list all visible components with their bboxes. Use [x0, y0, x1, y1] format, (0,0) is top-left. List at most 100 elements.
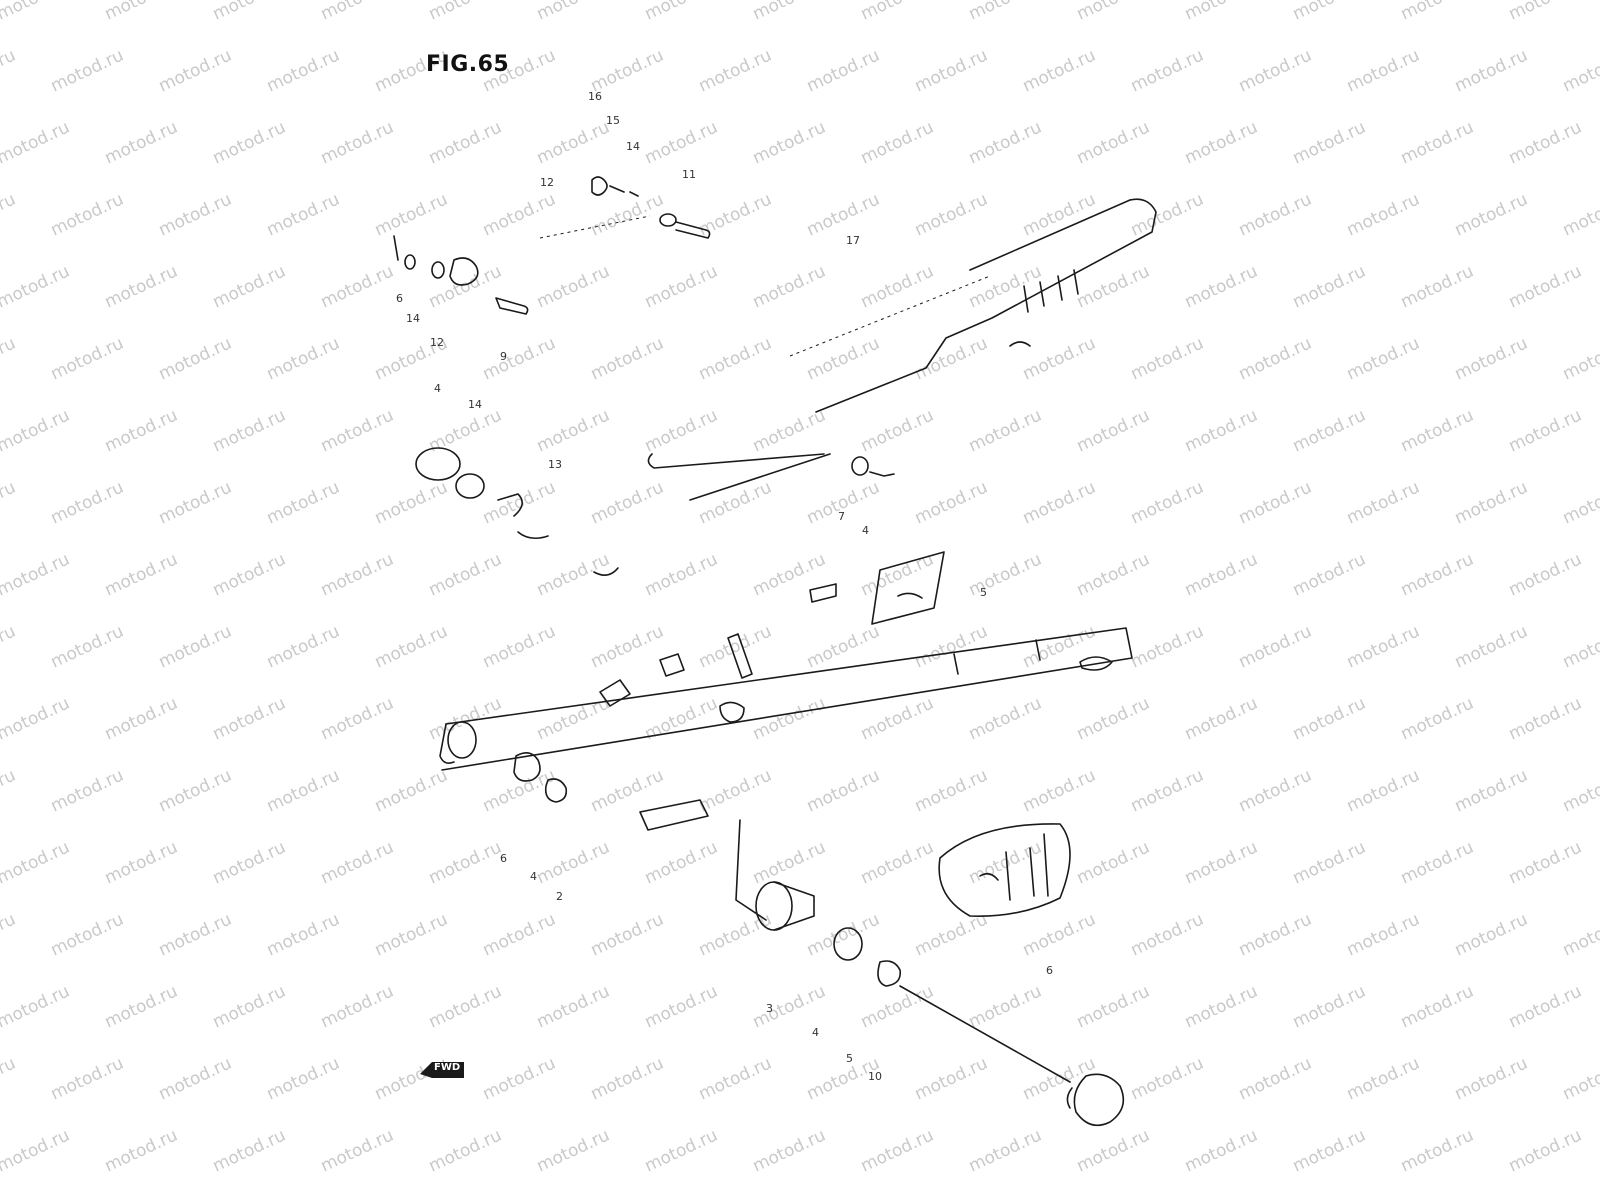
part-number-label: 9 — [500, 350, 507, 363]
watermark-text: motod.ru — [1290, 981, 1369, 1032]
part-number-label: 2 — [556, 890, 563, 903]
watermark-text: motod.ru — [1074, 1125, 1153, 1176]
rear-chain-case — [789, 198, 1157, 413]
watermark-text: motod.ru — [210, 837, 289, 888]
watermark-text: motod.ru — [102, 549, 181, 600]
watermark-text: motod.ru — [1236, 189, 1315, 240]
watermark-text: motod.ru — [1344, 1053, 1423, 1104]
watermark-text: motod.ru — [804, 189, 883, 240]
watermark-text: motod.ru — [750, 261, 829, 312]
part-number-label: 4 — [530, 870, 537, 883]
watermark-text: motod.ru — [210, 1125, 289, 1176]
watermark-text: motod.ru — [156, 189, 235, 240]
watermark-text: motod.ru — [1452, 45, 1531, 96]
watermark-text: motod.ru — [1020, 189, 1099, 240]
watermark-text: motod.ru — [372, 477, 451, 528]
watermark-text: motod.ru — [1560, 333, 1600, 384]
watermark-text: motod.ru — [696, 1053, 775, 1104]
watermark-text: motod.ru — [696, 45, 775, 96]
watermark-text: motod.ru — [588, 333, 667, 384]
rear-axle — [755, 881, 1125, 1127]
part-number-label: 5 — [846, 1052, 853, 1065]
chain-guard-rod — [647, 453, 895, 501]
watermark-text: motod.ru — [210, 261, 289, 312]
watermark-text: motod.ru — [318, 0, 397, 25]
watermark-text: motod.ru — [1290, 549, 1369, 600]
watermark-text: motod.ru — [1452, 621, 1531, 672]
watermark-text: motod.ru — [858, 117, 937, 168]
watermark-text: motod.ru — [1290, 261, 1369, 312]
watermark-text: motod.ru — [1398, 1125, 1477, 1176]
watermark-text: motod.ru — [1398, 117, 1477, 168]
watermark-text: motod.ru — [210, 981, 289, 1032]
watermark-text: motod.ru — [1560, 477, 1600, 528]
watermark-text: motod.ru — [372, 189, 451, 240]
watermark-text: motod.ru — [966, 981, 1045, 1032]
watermark-text: motod.ru — [1398, 405, 1477, 456]
watermark-text: motod.ru — [318, 405, 397, 456]
watermark-text: motod.ru — [426, 405, 505, 456]
watermark-text: motod.ru — [48, 333, 127, 384]
watermark-text: motod.ru — [1074, 549, 1153, 600]
watermark-text: motod.ru — [912, 45, 991, 96]
watermark-text: motod.ru — [156, 477, 235, 528]
watermark-text: motod.ru — [966, 1125, 1045, 1176]
watermark-text: motod.ru — [588, 477, 667, 528]
watermark-text: motod.ru — [0, 837, 73, 888]
watermark-text: motod.ru — [156, 1053, 235, 1104]
watermark-text: motod.ru — [912, 621, 991, 672]
watermark-text: motod.ru — [102, 261, 181, 312]
part-number-label: 4 — [434, 382, 441, 395]
watermark-text: motod.ru — [1290, 693, 1369, 744]
forward-label: FWD — [434, 1062, 461, 1073]
watermark-text: motod.ru — [1074, 117, 1153, 168]
watermark-text: motod.ru — [1344, 621, 1423, 672]
part-number-label: 5 — [980, 586, 987, 599]
watermark-text: motod.ru — [1560, 765, 1600, 816]
watermark-text: motod.ru — [804, 765, 883, 816]
watermark-text: motod.ru — [966, 549, 1045, 600]
watermark-text: motod.ru — [912, 477, 991, 528]
watermark-text: motod.ru — [1344, 477, 1423, 528]
watermark-text: motod.ru — [210, 693, 289, 744]
part-number-label: 17 — [846, 234, 860, 247]
watermark-text: motod.ru — [858, 981, 937, 1032]
watermark-text: motod.ru — [0, 477, 19, 528]
watermark-text: motod.ru — [1560, 45, 1600, 96]
watermark-text: motod.ru — [210, 0, 289, 25]
watermark-text: motod.ru — [210, 549, 289, 600]
watermark-text: motod.ru — [804, 621, 883, 672]
watermark-text: motod.ru — [1506, 117, 1585, 168]
watermark-text: motod.ru — [1128, 477, 1207, 528]
watermark-text: motod.ru — [1344, 765, 1423, 816]
watermark-text: motod.ru — [750, 0, 829, 25]
watermark-text: motod.ru — [642, 261, 721, 312]
watermark-text: motod.ru — [48, 1053, 127, 1104]
watermark-text: motod.ru — [750, 981, 829, 1032]
watermark-text: motod.ru — [102, 405, 181, 456]
watermark-text: motod.ru — [588, 1053, 667, 1104]
watermark-text: motod.ru — [696, 333, 775, 384]
watermark-text: motod.ru — [1128, 189, 1207, 240]
part-number-label: 16 — [588, 90, 602, 103]
watermark-text: motod.ru — [372, 621, 451, 672]
watermark-text: motod.ru — [966, 405, 1045, 456]
watermark-text: motod.ru — [534, 693, 613, 744]
watermark-text: motod.ru — [48, 189, 127, 240]
watermark-text: motod.ru — [1290, 405, 1369, 456]
watermark-text: motod.ru — [966, 261, 1045, 312]
watermark-text: motod.ru — [534, 405, 613, 456]
watermark-text: motod.ru — [48, 765, 127, 816]
watermark-text: motod.ru — [1182, 0, 1261, 25]
watermark-text: motod.ru — [156, 333, 235, 384]
watermark-text: motod.ru — [102, 1125, 181, 1176]
watermark-text: motod.ru — [750, 837, 829, 888]
part-number-label: 12 — [430, 336, 444, 349]
watermark-text: motod.ru — [0, 189, 19, 240]
watermark-text: motod.ru — [1452, 765, 1531, 816]
watermark-text: motod.ru — [426, 693, 505, 744]
watermark-text: motod.ru — [696, 189, 775, 240]
